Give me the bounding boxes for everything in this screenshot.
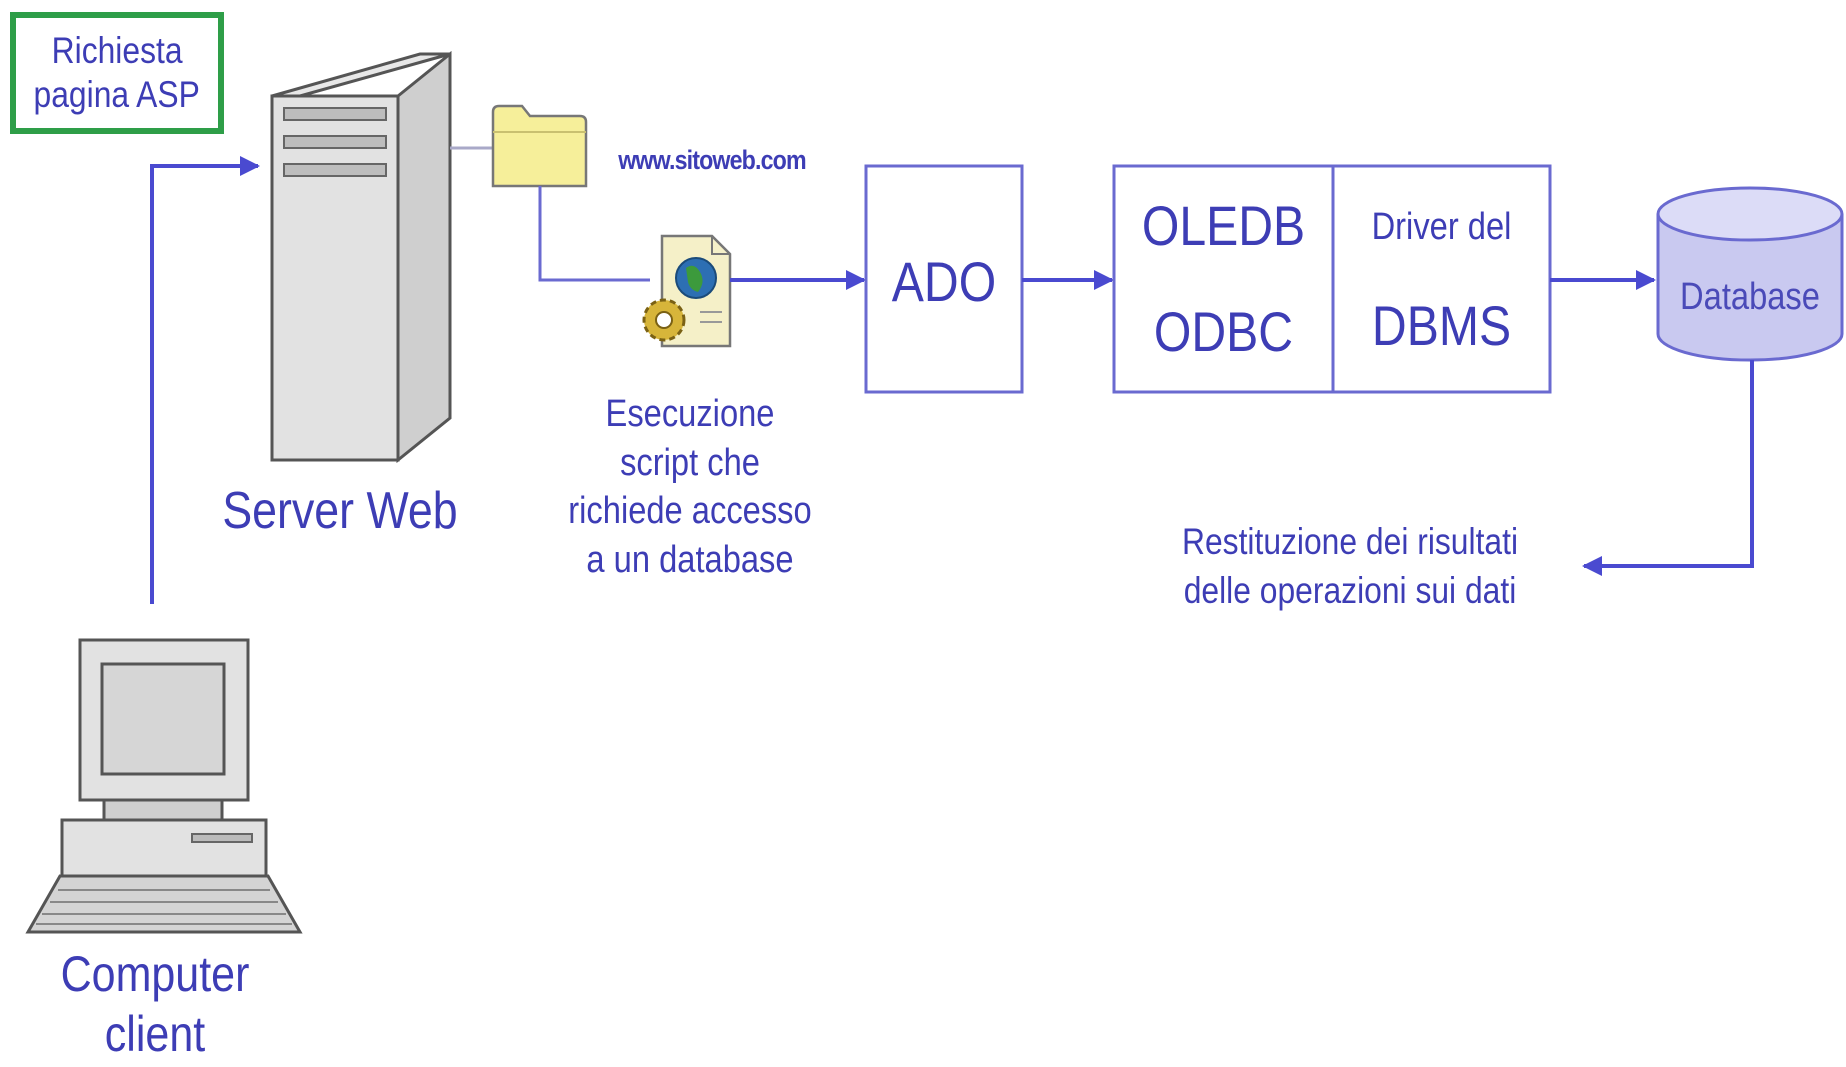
database-cylinder-icon [1656,186,1844,362]
client-label-line-2: client [104,1006,206,1062]
server-label: Server Web [220,480,461,543]
url-label: www.sitoweb.com [607,144,817,177]
database-label-text: Database [1680,276,1820,318]
script-label: Esecuzione script che richiede accesso a… [561,390,819,585]
folder-icon [491,104,588,188]
server-label-text: Server Web [222,482,458,540]
request-label-box: Richiesta pagina ASP [10,12,224,134]
computer-icon [25,638,303,934]
database-label: Database [1671,274,1829,320]
results-label-line-1: Restituzione dei risultati [1181,521,1519,562]
ado-label: ADO [877,248,1011,316]
client-label-line-1: Computer [60,946,250,1002]
dbms-label: DBMS [1348,292,1535,360]
odbc-label: ODBC [1129,298,1317,366]
script-label-line-3: richiede accesso [568,490,812,533]
script-label-line-1: Esecuzione [605,393,775,435]
server-tower-icon [270,50,452,464]
arrow-database-return [1582,360,1754,576]
client-label: Computer client [39,944,271,1064]
folder-script-connector [538,186,650,282]
oledb-label-text: OLEDB [1141,194,1306,257]
ado-box [864,164,1024,394]
ado-label-text: ADO [891,250,997,313]
dbms-label-text: DBMS [1371,294,1512,357]
results-label: Restituzione dei risultati delle operazi… [1178,518,1522,616]
request-label-line-2: pagina ASP [33,74,201,115]
script-label-line-4: a un database [586,538,794,581]
script-label-line-2: script che [620,441,760,484]
script-document-icon [642,234,732,348]
url-label-text: www.sitoweb.com [618,145,806,175]
driver-label-text: Driver del [1371,206,1512,248]
oledb-label: OLEDB [1129,192,1317,260]
odbc-label-text: ODBC [1153,300,1294,363]
request-label-line-1: Richiesta [51,29,183,71]
results-label-line-2: delle operazioni sui dati [1183,569,1517,611]
driver-label: Driver del [1348,204,1535,250]
arrow-client-to-server [150,156,260,604]
